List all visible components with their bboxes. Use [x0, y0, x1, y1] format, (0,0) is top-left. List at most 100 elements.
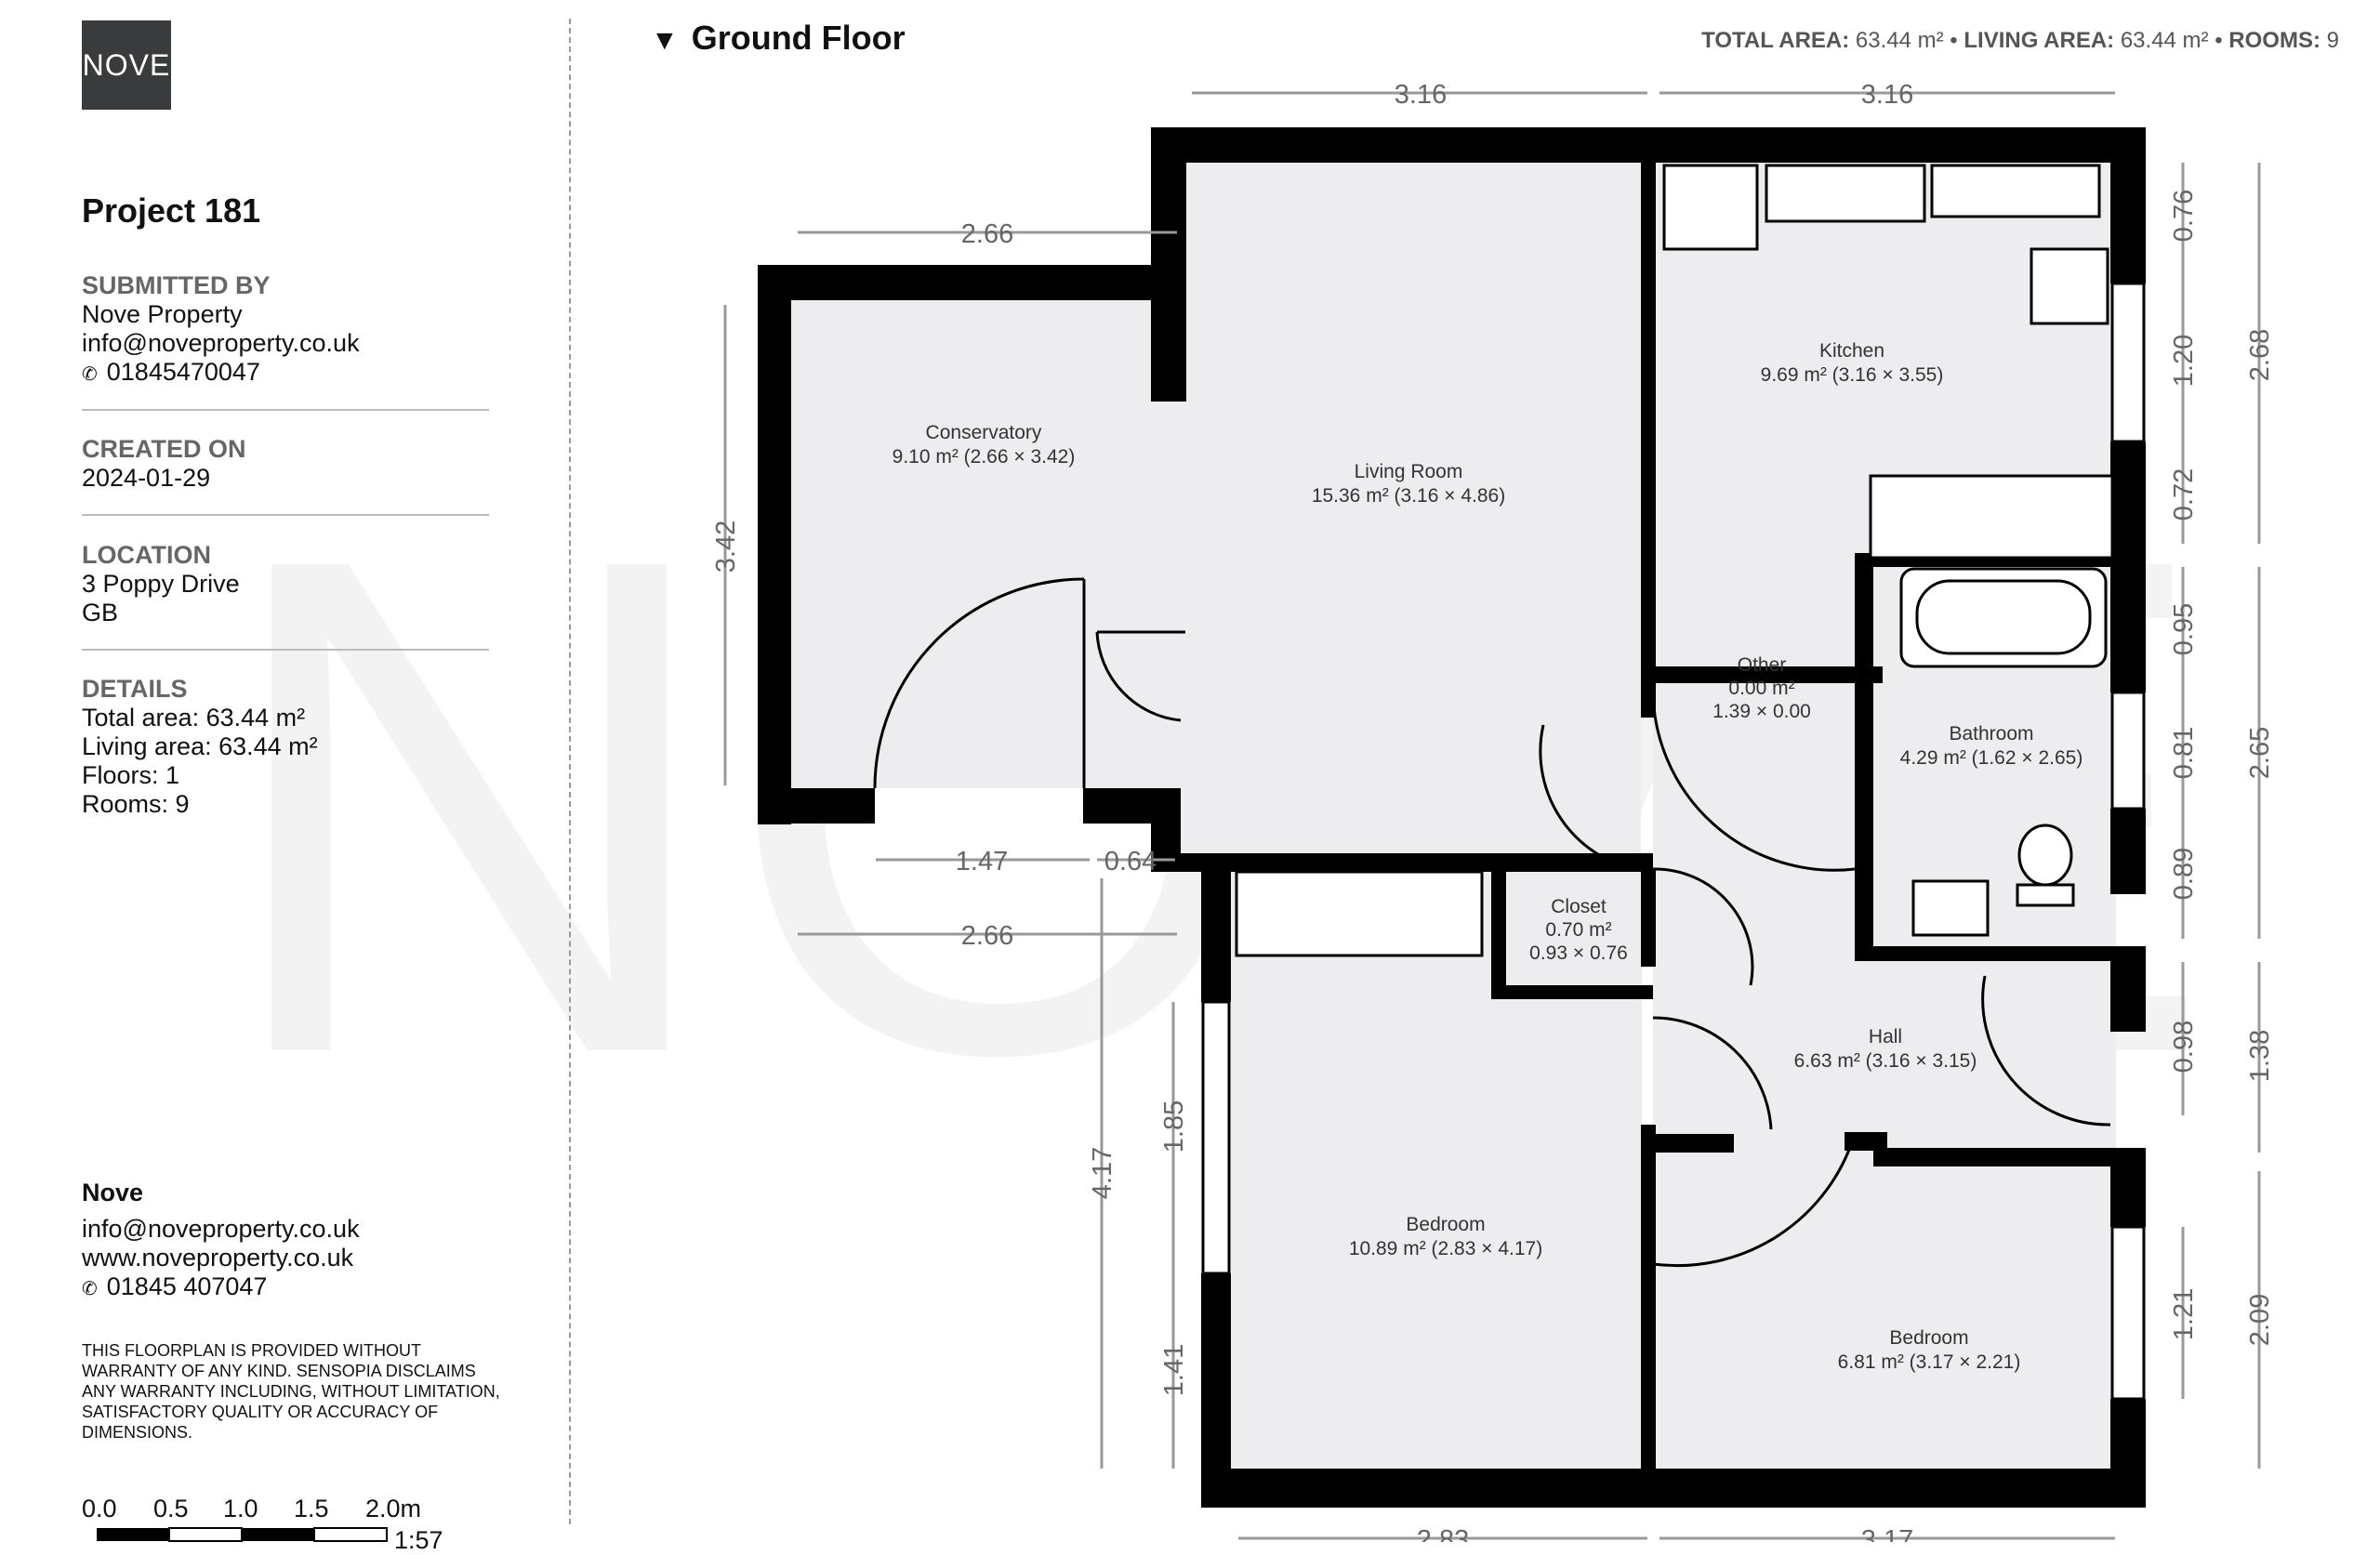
scale-ratio: 1:57 — [394, 1526, 443, 1554]
room-name: Bathroom — [1949, 723, 2033, 745]
details-section: DETAILS Total area: 63.44 m² Living area… — [82, 675, 489, 819]
details-rooms: Rooms: 9 — [82, 790, 190, 818]
room-area: 15.36 m² (3.16 × 4.86) — [1312, 485, 1505, 507]
location-heading: LOCATION — [82, 541, 211, 569]
dimension-label: 0.76 — [2169, 190, 2199, 242]
scale-tick-label: 2.0m — [365, 1495, 422, 1522]
submitted-by-heading: SUBMITTED BY — [82, 271, 271, 299]
room-area: 9.10 m² (2.66 × 3.42) — [892, 446, 1076, 468]
details-total-area: Total area: 63.44 m² — [82, 704, 306, 731]
dimension-label: 1.38 — [2245, 1030, 2275, 1082]
dimension-label: 4.17 — [1088, 1147, 1117, 1199]
dimension-label: 0.95 — [2169, 603, 2199, 655]
project-title: Project 181 — [82, 191, 261, 230]
details-floors: Floors: 1 — [82, 761, 180, 789]
rooms-label: ROOMS: — [2228, 28, 2320, 53]
submitter-name: Nove Property — [82, 300, 243, 328]
dimension-lines — [723, 91, 2261, 1540]
disclaimer-text: THIS FLOORPLAN IS PROVIDED WITHOUT WARRA… — [82, 1341, 500, 1442]
dimension-label: 0.89 — [2169, 848, 2199, 900]
dimension-labels: 3.16 3.16 2.66 3.42 1.47 0.64 2.66 0.76 … — [711, 80, 2275, 1542]
room-labels: Conservatory 9.10 m² (2.66 × 3.42) Livin… — [892, 340, 2083, 1373]
company-email[interactable]: info@noveproperty.co.uk — [82, 1215, 360, 1243]
room-area: 0.70 m² — [1545, 919, 1611, 941]
room-area: 0.00 m² — [1728, 678, 1794, 699]
submitter-phone[interactable]: 01845470047 — [82, 358, 489, 389]
created-on-heading: CREATED ON — [82, 435, 246, 463]
rooms-value: 9 — [2326, 28, 2339, 53]
dimension-label: 0.98 — [2169, 1021, 2199, 1073]
separator-dot: • — [2215, 28, 2223, 53]
dimension-label: 2.09 — [2245, 1294, 2275, 1346]
area-summary: TOTAL AREA: 63.44 m² • LIVING AREA: 63.4… — [1701, 28, 2339, 54]
room-area: 6.81 m² (3.17 × 2.21) — [1838, 1351, 2021, 1373]
submitter-email[interactable]: info@noveproperty.co.uk — [82, 329, 360, 357]
dimension-label: 1.21 — [2169, 1288, 2199, 1340]
floor-heading[interactable]: ▼ Ground Floor — [651, 19, 906, 58]
dimension-label: 2.68 — [2245, 329, 2275, 381]
dimension-label: 3.16 — [1395, 80, 1447, 110]
living-area-value: 63.44 m² — [2120, 28, 2209, 53]
submitter-phone-number: 01845470047 — [106, 358, 260, 386]
scale-tick-label: 0.5 — [153, 1495, 189, 1522]
dimension-label: 2.83 — [1417, 1525, 1469, 1542]
room-name: Conservatory — [926, 422, 1042, 443]
details-living-area: Living area: 63.44 m² — [82, 732, 318, 760]
separator-dot: • — [1950, 28, 1958, 53]
created-on-date: 2024-01-29 — [82, 464, 211, 492]
room-name: Closet — [1551, 896, 1606, 917]
details-heading: DETAILS — [82, 675, 188, 703]
dimension-label: 1.41 — [1159, 1344, 1189, 1396]
room-area: 10.89 m² (2.83 × 4.17) — [1349, 1238, 1542, 1259]
room-floors — [788, 158, 2116, 1484]
room-area: 9.69 m² (3.16 × 3.55) — [1761, 364, 1944, 386]
dimension-label: 0.64 — [1104, 847, 1157, 876]
company-website[interactable]: www.noveproperty.co.uk — [82, 1244, 354, 1272]
submitted-by-section: SUBMITTED BY Nove Property info@noveprop… — [82, 271, 489, 389]
company-name: Nove — [82, 1179, 144, 1206]
dimension-label: 2.65 — [2245, 727, 2275, 779]
room-area: 4.29 m² (1.62 × 2.65) — [1900, 747, 2083, 769]
room-name: Other — [1738, 654, 1787, 676]
collapse-triangle-icon[interactable]: ▼ — [651, 25, 679, 56]
room-name: Kitchen — [1819, 340, 1884, 362]
room-area: 6.63 m² (3.16 × 3.15) — [1794, 1050, 1977, 1072]
windows — [1201, 282, 2146, 1401]
divider-line — [82, 649, 489, 651]
dimension-label: 0.81 — [2169, 727, 2199, 779]
company-phone-number: 01845 407047 — [106, 1272, 268, 1300]
location-line-2: GB — [82, 599, 119, 626]
sidebar-divider — [569, 19, 571, 1524]
total-area-label: TOTAL AREA: — [1701, 28, 1850, 53]
dimension-label: 1.85 — [1159, 1100, 1189, 1153]
sidebar: NOVE Project 181 SUBMITTED BY Nove Prope… — [0, 0, 569, 1554]
dimension-label: 1.47 — [956, 847, 1008, 876]
scale-tick-label: 1.5 — [294, 1495, 329, 1522]
created-on-section: CREATED ON 2024-01-29 — [82, 435, 489, 493]
dimension-label: 3.16 — [1861, 80, 1913, 110]
company-phone[interactable]: 01845 407047 — [82, 1272, 489, 1304]
living-area-label: LIVING AREA: — [1964, 28, 2115, 53]
room-name: Bedroom — [1889, 1327, 1968, 1349]
room-name: Living Room — [1355, 461, 1463, 482]
dimension-label: 2.66 — [961, 921, 1013, 951]
floor-name: Ground Floor — [691, 19, 906, 57]
nove-logo: NOVE — [82, 20, 171, 110]
location-line-1: 3 Poppy Drive — [82, 570, 240, 598]
dimension-label: 3.42 — [711, 521, 741, 573]
divider-line — [82, 514, 489, 516]
total-area-value: 63.44 m² — [1855, 28, 1944, 53]
dimension-label: 0.72 — [2169, 468, 2199, 521]
location-section: LOCATION 3 Poppy Drive GB — [82, 541, 489, 627]
scale-bar-graphic — [97, 1527, 388, 1542]
room-dims: 0.93 × 0.76 — [1529, 942, 1628, 964]
doors — [873, 577, 2111, 1268]
scale-tick-label: 1.0 — [223, 1495, 258, 1522]
room-name: Hall — [1869, 1026, 1902, 1048]
walls — [758, 127, 2146, 1508]
scale-tick-label: 0.0 — [82, 1495, 117, 1522]
room-name: Bedroom — [1406, 1214, 1485, 1235]
dimension-label: 2.66 — [961, 219, 1013, 249]
room-dims: 1.39 × 0.00 — [1712, 701, 1811, 722]
